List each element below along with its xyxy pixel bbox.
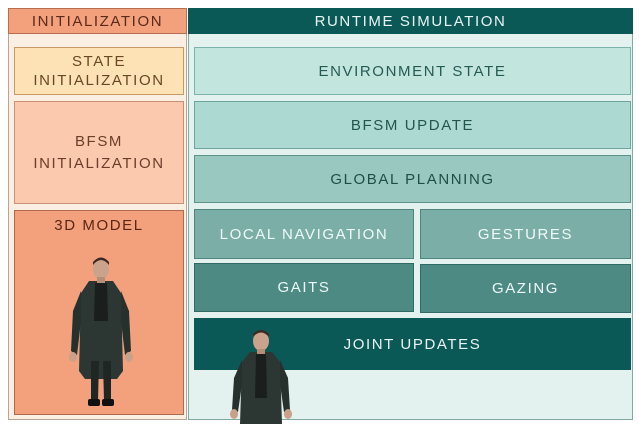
- initialization-header: INITIALIZATION: [8, 8, 187, 34]
- bfsm-update-box: BFSM UPDATE: [194, 101, 631, 149]
- character-figure-icon: [69, 257, 133, 406]
- bfsm-initialization-label: BFSM INITIALIZATION: [33, 132, 165, 172]
- gazing-label: GAZING: [491, 280, 560, 297]
- gestures-box: GESTURES: [420, 209, 631, 259]
- gaits-box: GAITS: [194, 263, 414, 312]
- bfsm-initialization-box: BFSM INITIALIZATION: [14, 101, 184, 204]
- bfsm-update-label: BFSM UPDATE: [350, 116, 475, 134]
- 3d-model-label: 3D MODEL: [54, 217, 144, 234]
- animated-character-icon: [230, 330, 292, 424]
- gaits-label: GAITS: [277, 279, 331, 296]
- gazing-box: GAZING: [420, 264, 631, 313]
- state-initialization-label: STATE INITIALIZATION: [33, 53, 165, 89]
- state-initialization-box: STATE INITIALIZATION: [14, 47, 184, 95]
- environment-state-box: ENVIRONMENT STATE: [194, 47, 631, 95]
- joint-updates-label: JOINT UPDATES: [343, 335, 482, 353]
- initialization-header-label: INITIALIZATION: [31, 12, 164, 30]
- runtime-header-label: RUNTIME SIMULATION: [314, 12, 507, 30]
- environment-state-label: ENVIRONMENT STATE: [318, 62, 507, 80]
- global-planning-box: GLOBAL PLANNING: [194, 155, 631, 203]
- global-planning-label: GLOBAL PLANNING: [330, 170, 495, 188]
- gestures-label: GESTURES: [477, 225, 574, 243]
- local-navigation-label: LOCAL NAVIGATION: [219, 225, 389, 243]
- 3d-model-box: 3D MODEL: [14, 210, 184, 415]
- local-navigation-box: LOCAL NAVIGATION: [194, 209, 414, 259]
- runtime-header: RUNTIME SIMULATION: [188, 8, 633, 34]
